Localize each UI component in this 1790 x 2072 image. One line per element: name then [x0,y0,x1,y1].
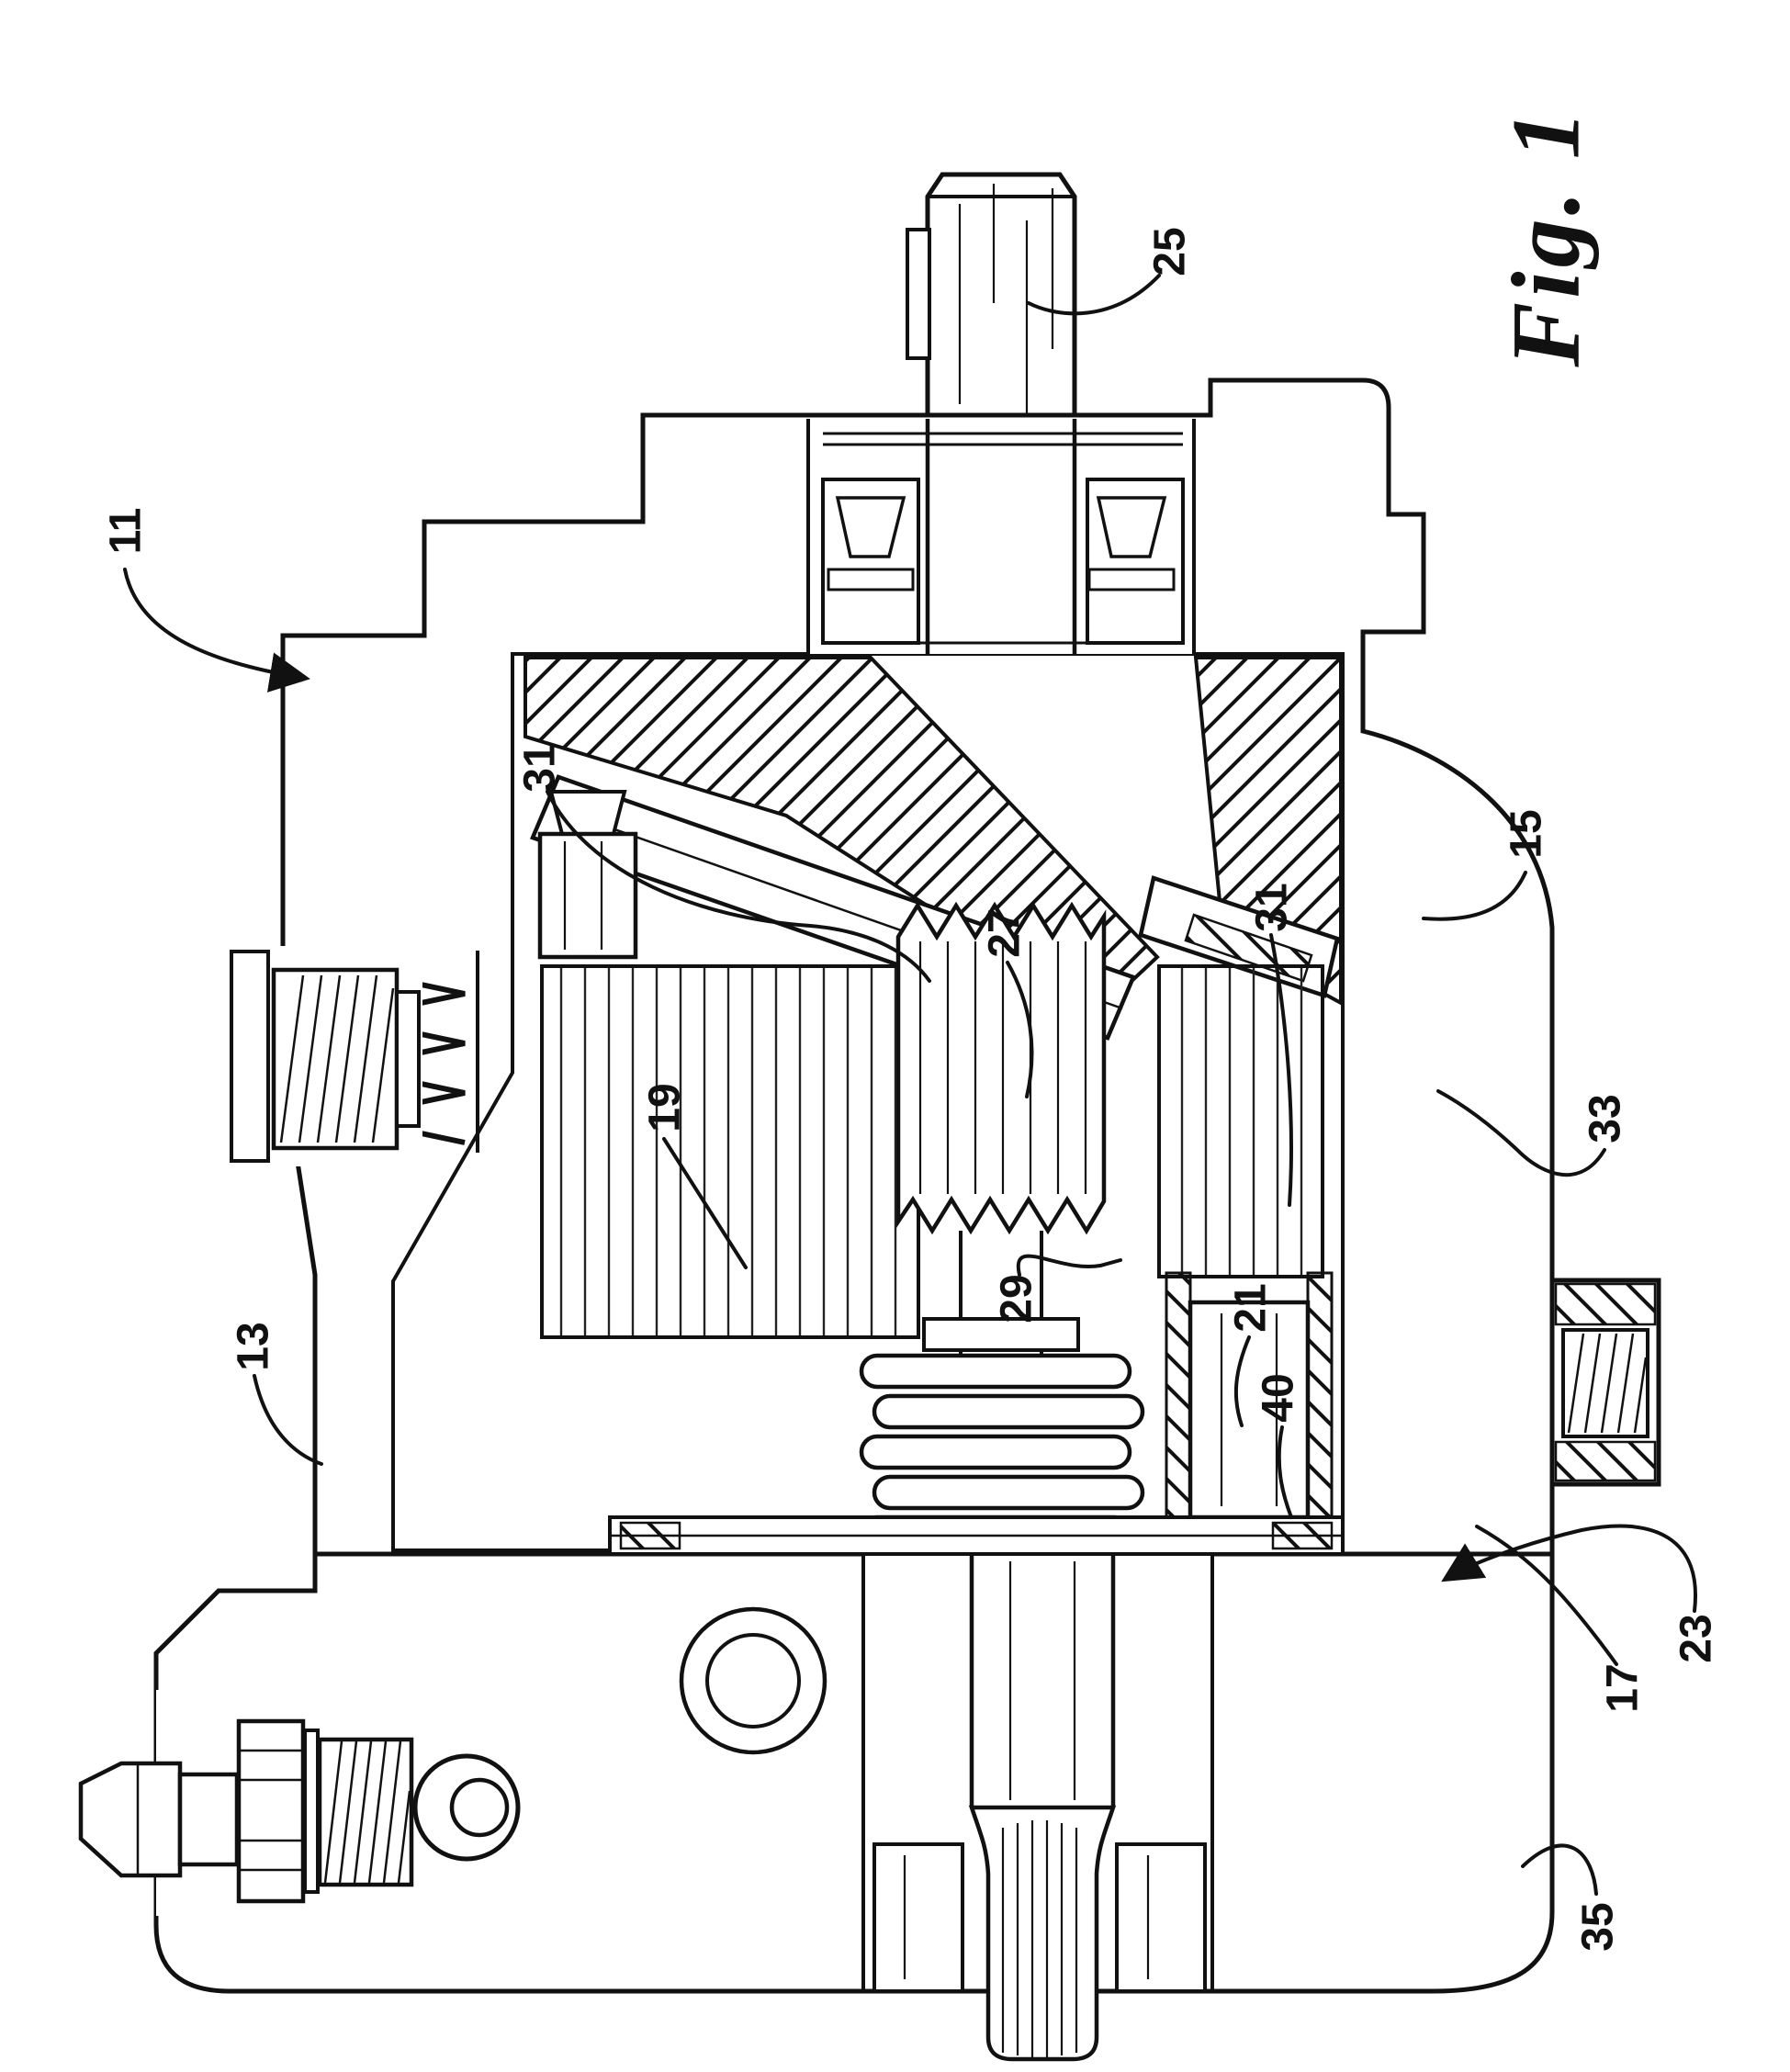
leader-line-33 [1436,1089,1606,1177]
ref-numeral-35: 35 [1574,1902,1623,1951]
ref-numeral-19: 19 [641,1083,690,1132]
leader-line-19 [662,1137,748,1269]
ref-numeral-21: 21 [1227,1283,1276,1332]
leader-line-15 [1422,871,1527,921]
ref-numeral-15: 15 [1503,809,1551,858]
ref-numeral-11: 11 [102,508,151,555]
leader-line-11 [123,568,310,693]
ref-numeral-29: 29 [993,1274,1041,1323]
output-spline [872,1554,1207,2062]
ref-numeral-31: 31 [1248,883,1297,931]
ref-numeral-25: 25 [1146,227,1195,276]
drive-shaft [906,172,1077,418]
leader-line-23 [1441,1524,1697,1613]
ref-numeral-27: 27 [981,908,1030,957]
shaft-bearing-assembly [806,419,1196,654]
leader-line-21 [1233,1335,1251,1427]
leader-line-13 [253,1374,323,1466]
leader-line-27 [1006,961,1034,1098]
control-piston-spring [329,790,638,1153]
adjusting-screw-tip [78,1761,183,1878]
leader-line-35 [1521,1843,1598,1896]
relief-valve [78,1718,521,1904]
leader-line-31 [1269,933,1293,1207]
cylinder-block [540,964,1324,1339]
seal-left [835,496,906,558]
ref-numeral-13: 13 [230,1322,278,1370]
right-port-boss [1549,1278,1661,1487]
reference-numerals-layer: 11 25 31 15 27 31 19 33 13 29 21 40 23 17 35 [102,227,1721,1951]
left-port-plug [230,946,422,1166]
leader-line-17 [1475,1525,1618,1666]
seal-right [1096,496,1167,558]
leader-line-40 [1277,1425,1293,1519]
ref-numeral-40: 40 [1255,1373,1303,1422]
leader-line-25 [1027,274,1161,316]
splined-shaft [895,901,1107,1356]
ref-numeral-23: 23 [1672,1614,1721,1662]
leader-line-29 [1016,1254,1122,1277]
valve-plate [608,1515,1345,1556]
ref-numeral-33: 33 [1582,1094,1630,1143]
ref-numeral-31: 31 [516,743,565,792]
shaft-keyway [906,228,931,360]
ref-numeral-17: 17 [1599,1663,1648,1712]
hex-locknut [236,1718,306,1904]
leader-line-31 [546,790,931,983]
figure-label: Fig. 1 [1492,107,1600,367]
